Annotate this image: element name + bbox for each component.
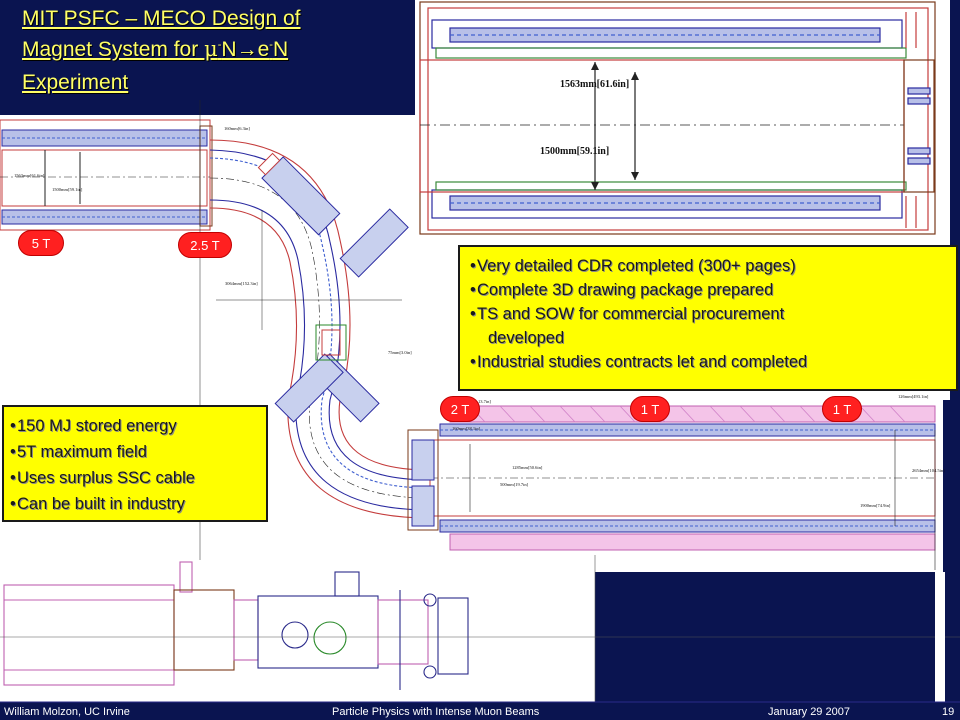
magnet-fact-item: •Uses surplus SSC cable	[10, 469, 195, 487]
title-line-1: MIT PSFC – MECO Design of	[22, 7, 301, 30]
production-solenoid	[0, 119, 213, 231]
right-edge-strip	[935, 572, 945, 702]
muon-charge: -	[217, 39, 222, 51]
dim-126: 126mm[493.1in]	[898, 394, 929, 399]
slide-title: MIT PSFC – MECO Design of Magnet System …	[22, 6, 402, 96]
dim-500: 500mm[19.7in]	[500, 482, 529, 487]
magnet-facts-list: •150 MJ stored energy •5T maximum field …	[10, 413, 260, 517]
magnet-fact-item: •5T maximum field	[10, 443, 147, 461]
drawing-panel-bottom	[0, 555, 595, 702]
production-solenoid-detail	[419, 1, 936, 235]
footer-author: William Molzon, UC Irvine	[4, 706, 130, 718]
callout-design-status: •Very detailed CDR completed (300+ pages…	[458, 245, 958, 391]
dim-13: 13.7in]	[478, 399, 491, 404]
dim-160: 160mm[6.3in]	[224, 126, 250, 131]
dim-2654: 2654mm[104.5in]	[912, 468, 945, 473]
title-line-3: Experiment	[22, 71, 129, 94]
bore-outer-dimension: 1563mm[61.6in]	[560, 79, 629, 90]
field-badge-ds-mid: 1 T	[630, 396, 670, 422]
title-line-2: Magnet System for μ-N→e-N	[22, 32, 402, 63]
dim-1285: 1285mm[50.6in]	[512, 465, 543, 470]
footer-page-number: 19	[942, 706, 955, 718]
title-line-2-prefix: Magnet System for	[22, 38, 205, 61]
bore-inner-dimension: 1500mm[59.1in]	[540, 146, 609, 157]
design-status-item: •Complete 3D drawing package prepared	[470, 281, 774, 299]
magnet-fact-item: •150 MJ stored energy	[10, 417, 177, 435]
transport-spokes	[257, 152, 409, 423]
footer-talk-title: Particle Physics with Intense Muon Beams	[332, 706, 540, 718]
field-badge-ds-entry: 2 T	[440, 396, 480, 422]
electron-charge: -	[269, 39, 273, 51]
footer-date: January 29 2007	[768, 706, 850, 718]
dim-1900: 1900mm[74.9in]	[860, 503, 891, 508]
design-status-item: •Very detailed CDR completed (300+ pages…	[470, 257, 796, 275]
detector-solenoid	[407, 405, 936, 570]
magnet-fact-item: •Can be built in industry	[10, 495, 185, 513]
design-status-list: •Very detailed CDR completed (300+ pages…	[470, 254, 948, 374]
field-badge-ds-end: 1 T	[822, 396, 862, 422]
small-bore-outer: 1563mm[61.6in]	[14, 173, 45, 178]
dim-75: 75mm[3.0in]	[388, 350, 412, 355]
design-status-continuation: developed	[488, 329, 565, 347]
dim-160b: 160mm[38.1in]	[452, 426, 481, 431]
field-badge-ps: 5 T	[18, 230, 64, 256]
muon-symbol: μ	[204, 37, 218, 61]
small-bore-inner: 1500mm[59.1in]	[52, 187, 83, 192]
field-badge-ts-entry: 2.5 T	[178, 232, 232, 258]
title-conversion: N→e	[221, 38, 270, 61]
design-status-item: •TS and SOW for commercial procurement	[470, 305, 785, 323]
callout-magnet-facts: •150 MJ stored energy •5T maximum field …	[2, 405, 268, 522]
side-view-drawing	[0, 555, 960, 702]
dim-radius: 3064mm[152.3in]	[225, 281, 258, 286]
title-line-2-suffix: N	[272, 38, 289, 61]
design-status-item: •Industrial studies contracts let and co…	[470, 353, 808, 371]
